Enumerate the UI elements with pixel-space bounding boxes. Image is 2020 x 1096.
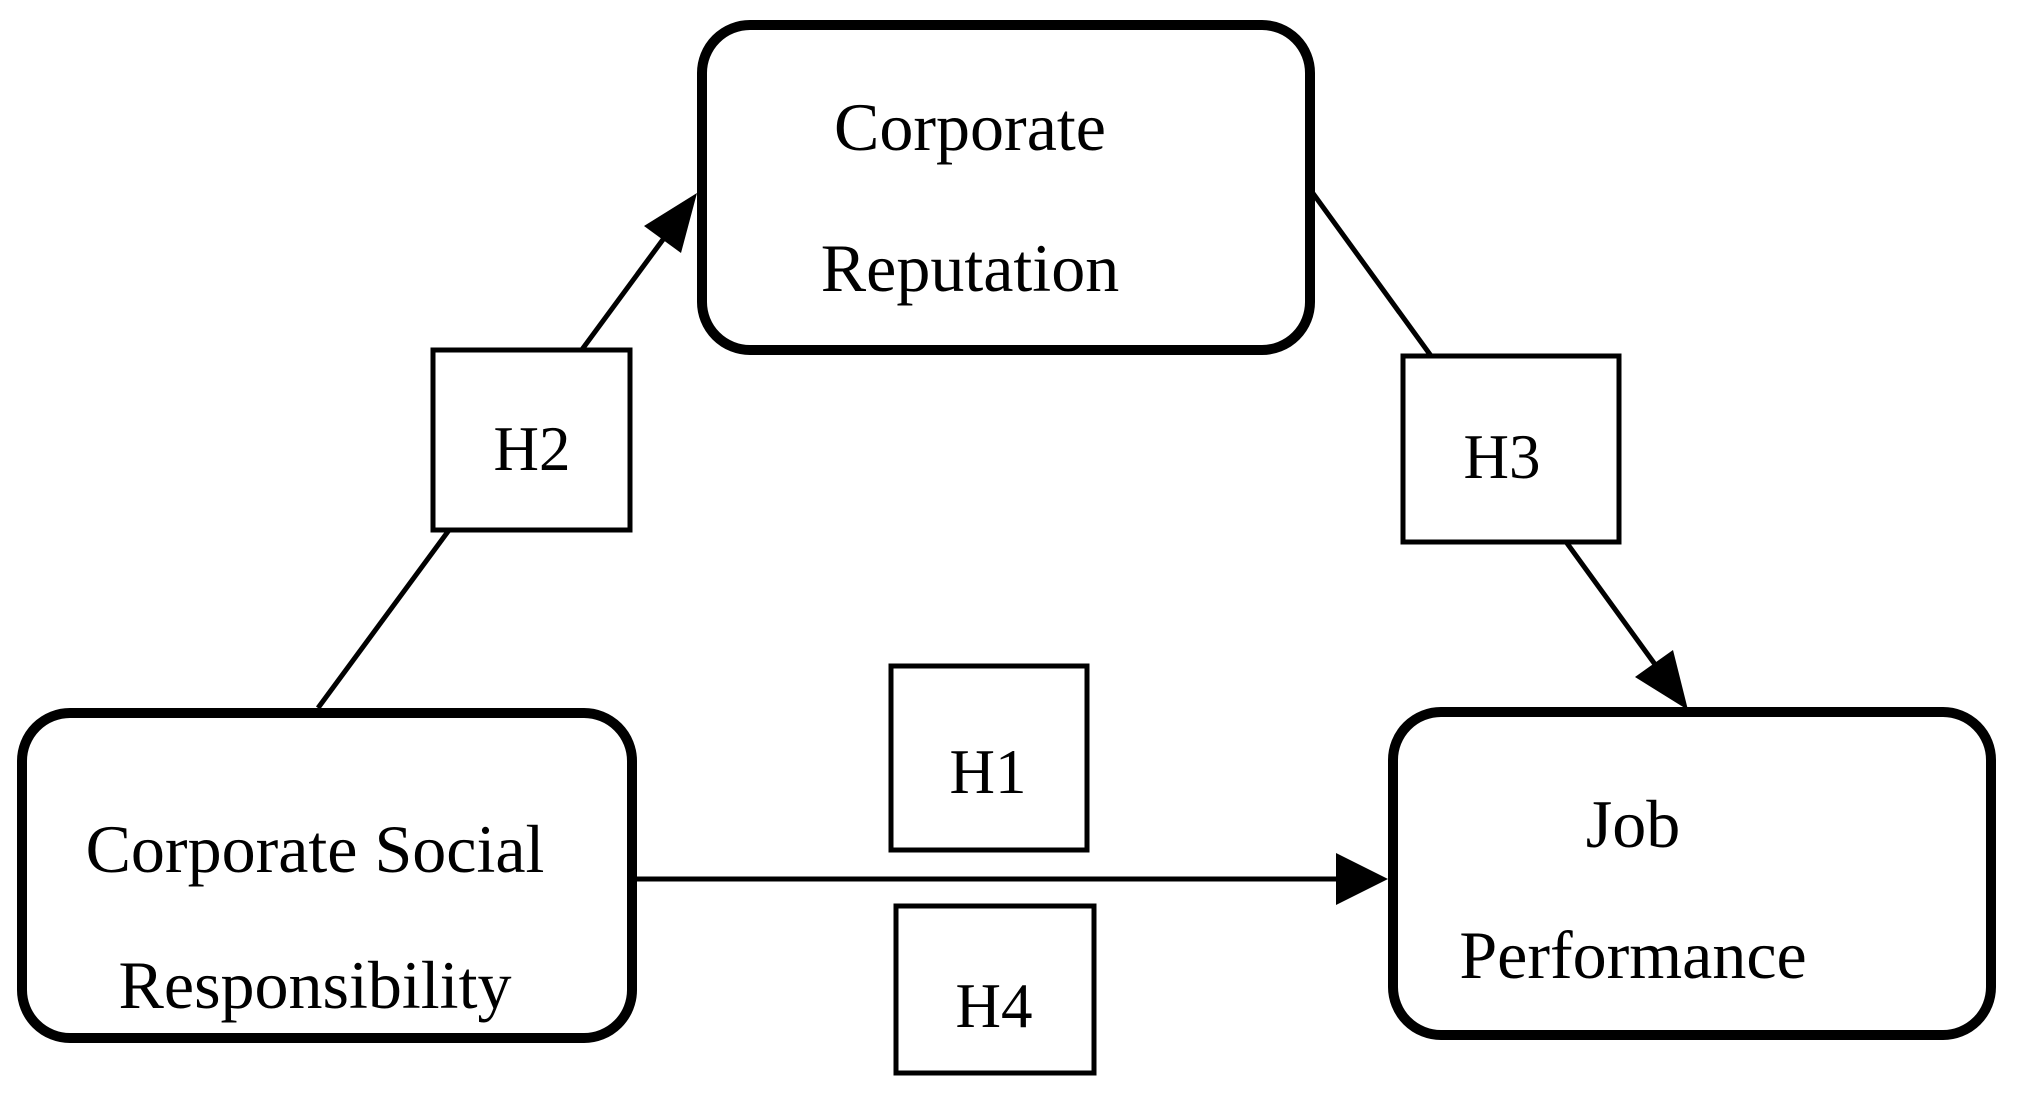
hypothesis-box-h2: [430, 347, 633, 533]
corporate-reputation-label-line1: Corporate: [834, 89, 1106, 165]
hypothesis-box-h4: [893, 903, 1097, 1076]
hypothesis-labels: H2 H3 H1 H4: [494, 414, 1541, 1041]
nodes: [17, 20, 1996, 1043]
arrowhead-into-jobperformance-diagonal-icon: [1635, 650, 1688, 710]
arrowhead-into-jobperformance-horizontal-icon: [1336, 853, 1388, 905]
hypothesis-box-h1: [888, 663, 1090, 853]
node-corporate-reputation-box: [697, 20, 1315, 355]
hypothesis-label-h4: H4: [956, 971, 1033, 1041]
node-job-performance-box: [1388, 707, 1996, 1040]
job-performance-label-line2: Performance: [1459, 917, 1806, 993]
corporate-reputation-label-line2: Reputation: [821, 230, 1119, 306]
hypothesis-label-h1: H1: [950, 737, 1027, 807]
hypothesis-label-h2: H2: [494, 414, 571, 484]
node-labels: Corporate Reputation Corporate Social Re…: [86, 89, 1807, 1023]
hypothesis-label-h3: H3: [1464, 422, 1541, 492]
hypothesis-box-h3: [1400, 353, 1622, 545]
arrowhead-into-reputation-icon: [644, 193, 697, 253]
hypothesis-boxes: [430, 347, 1622, 1076]
node-corporate-social-responsibility-box: [17, 708, 637, 1043]
corporate-social-responsibility-label-line2: Responsibility: [119, 947, 512, 1023]
job-performance-label-line1: Job: [1586, 786, 1680, 862]
corporate-social-responsibility-label-line1: Corporate Social: [86, 811, 545, 887]
